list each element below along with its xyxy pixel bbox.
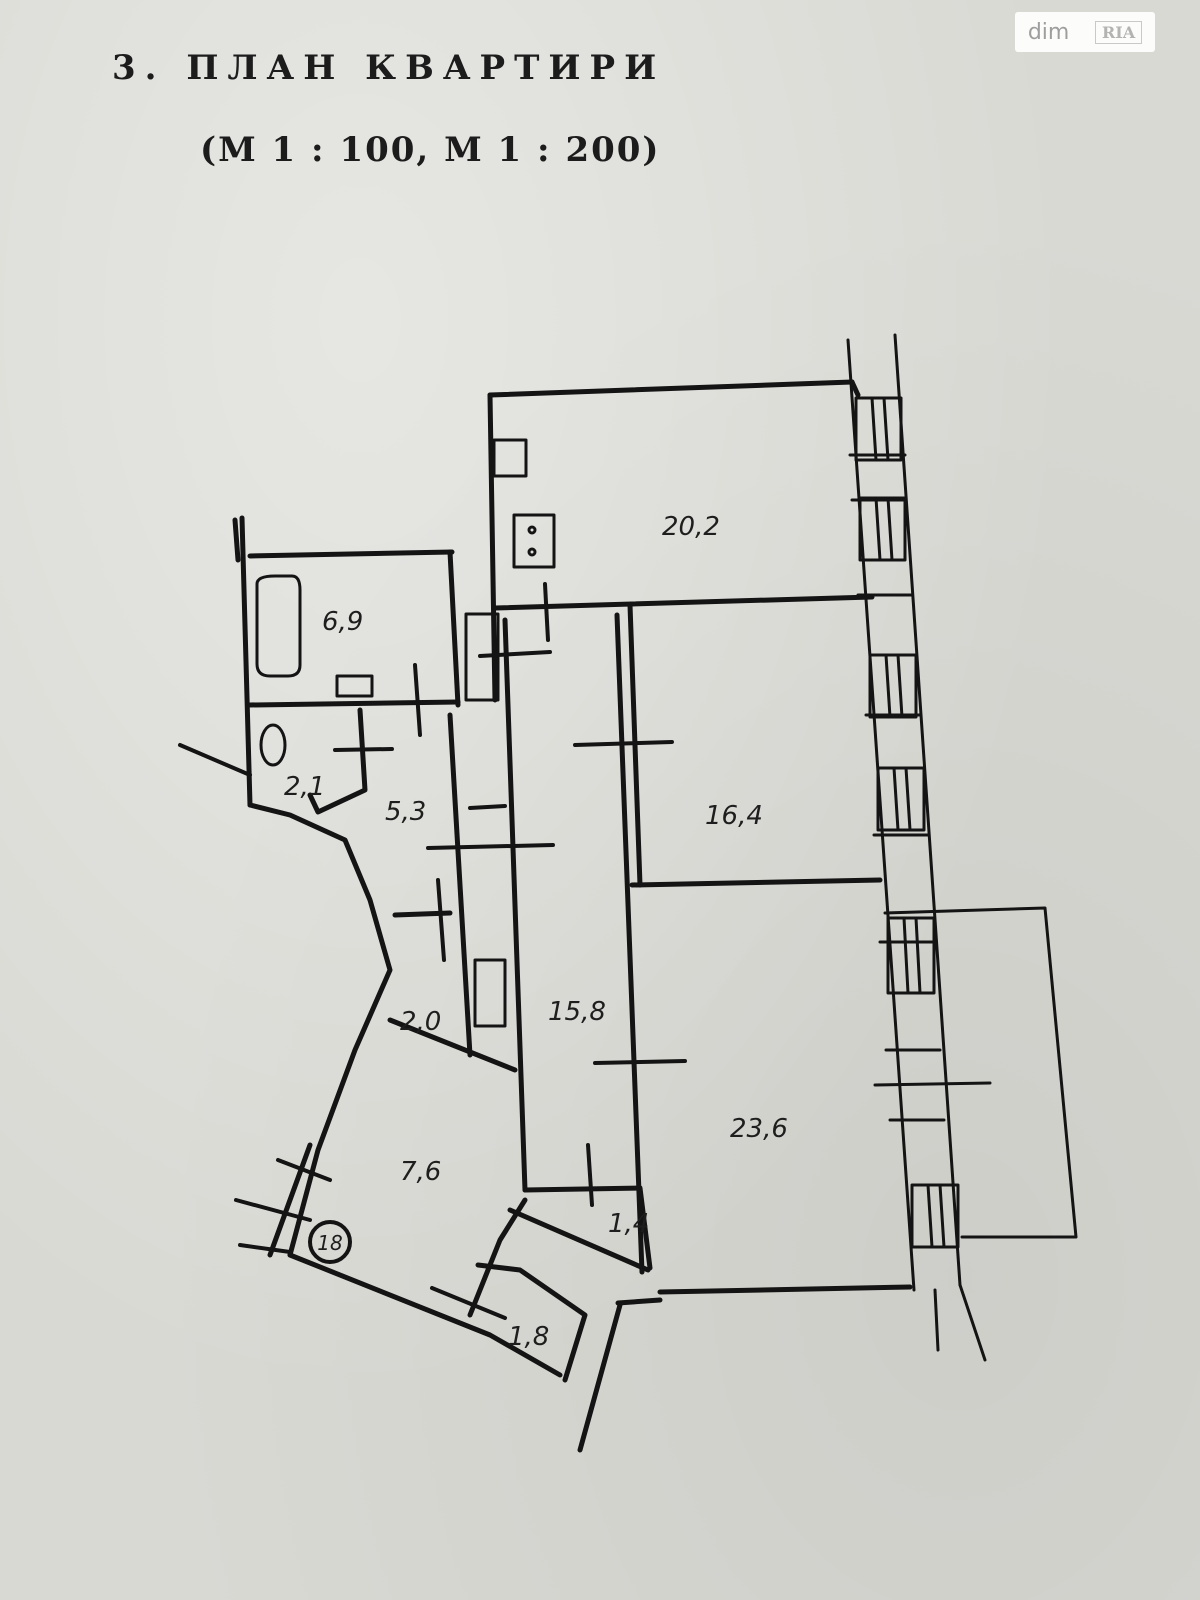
area-label-storage-b: 1,8 <box>508 1322 549 1352</box>
balcony-outline <box>873 906 1078 1239</box>
washbasin-icon <box>335 674 374 698</box>
apartment-walls <box>232 379 913 1453</box>
toilet-icon <box>259 723 287 767</box>
window-frames <box>848 396 960 1249</box>
facade-wall <box>846 333 987 1362</box>
door-marks <box>178 582 687 1320</box>
bathtub-icon <box>255 574 302 678</box>
area-label-room-middle: 16,4 <box>705 801 763 831</box>
dimria-watermark: dim RIA <box>1015 12 1155 52</box>
plan-title: 3. ПЛАН КВАРТИРИ <box>112 48 666 88</box>
area-label-corridor: 15,8 <box>548 997 606 1027</box>
area-label-hall-small: 5,3 <box>385 797 426 827</box>
room-area-labels: 20,2 6,9 2,1 5,3 2,0 15,8 16,4 23,6 7,6 … <box>284 512 788 1352</box>
fixtures <box>255 438 556 1028</box>
apartment-number: 18 <box>317 1231 342 1255</box>
area-label-storage-a: 1,4 <box>608 1209 649 1239</box>
area-label-room-large: 23,6 <box>730 1114 788 1144</box>
cabinet-icon <box>464 612 500 702</box>
plan-scale: (М 1 : 100, М 1 : 200) <box>200 130 661 170</box>
wardrobe-icon <box>473 958 507 1028</box>
area-label-kitchen: 20,2 <box>662 512 720 542</box>
apartment-number-marker: 18 <box>308 1220 352 1264</box>
stove-icon <box>512 513 556 569</box>
area-label-closet: 2,0 <box>400 1007 441 1037</box>
area-label-entrance: 7,6 <box>400 1157 441 1187</box>
watermark-badge: RIA <box>1094 20 1143 44</box>
area-label-toilet: 2,1 <box>284 772 325 802</box>
area-label-bathroom: 6,9 <box>322 607 363 637</box>
watermark-brand: dim <box>1027 19 1070 45</box>
kitchen-sink-icon <box>492 438 528 478</box>
